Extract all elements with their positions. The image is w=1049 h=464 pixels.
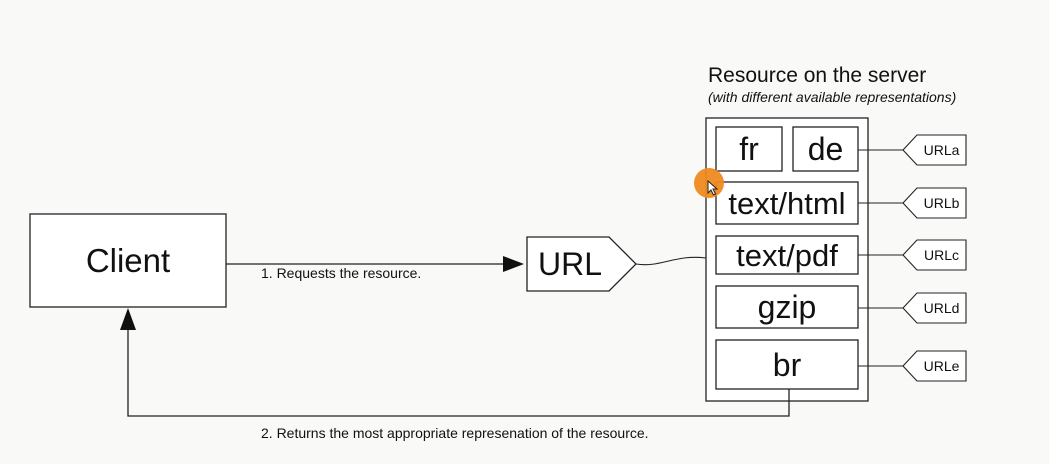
repr-box-pdf	[715, 235, 859, 275]
repr-de-label: de	[807, 131, 844, 167]
client-box	[29, 213, 227, 308]
mouse-pointer-icon	[707, 180, 719, 196]
repr-box-de	[792, 126, 859, 172]
repr-box-fr	[715, 126, 783, 172]
resource-title: Resource on the server	[708, 64, 927, 87]
repr-br-label: br	[772, 346, 802, 383]
url-to-resource-connector	[635, 256, 707, 266]
url-tag-c	[902, 239, 967, 271]
request-arrowhead	[503, 256, 524, 272]
repr-box-br	[715, 339, 859, 390]
url-tag-d-label: URLd	[923, 300, 960, 316]
url-tag-e	[902, 350, 967, 382]
repr-fr-label: fr	[739, 131, 759, 167]
repr-box-gzip	[715, 285, 859, 329]
client-label: Client	[85, 242, 171, 279]
url-tag-e-label: URLe	[923, 358, 960, 374]
repr-pdf-label: text/pdf	[736, 237, 838, 273]
url-tag-b	[902, 187, 967, 219]
url-tag-a-label: URLa	[923, 142, 960, 158]
url-tag-c-label: URLc	[923, 247, 959, 263]
url-shape	[526, 236, 637, 292]
repr-box-html	[715, 181, 859, 225]
url-tag-b-label: URLb	[923, 195, 960, 211]
url-label: URL	[537, 246, 602, 282]
response-path	[127, 326, 790, 417]
url-tag-a	[902, 134, 967, 166]
response-step-label: 2. Returns the most appropriate represen…	[261, 425, 649, 441]
repr-gzip-label: gzip	[757, 289, 817, 325]
url-tag-d	[902, 292, 967, 324]
resource-subtitle: (with different available representation…	[708, 89, 957, 105]
repr-html-label: text/html	[728, 185, 846, 221]
response-arrowhead	[120, 308, 136, 330]
request-step-label: 1. Requests the resource.	[261, 265, 422, 281]
